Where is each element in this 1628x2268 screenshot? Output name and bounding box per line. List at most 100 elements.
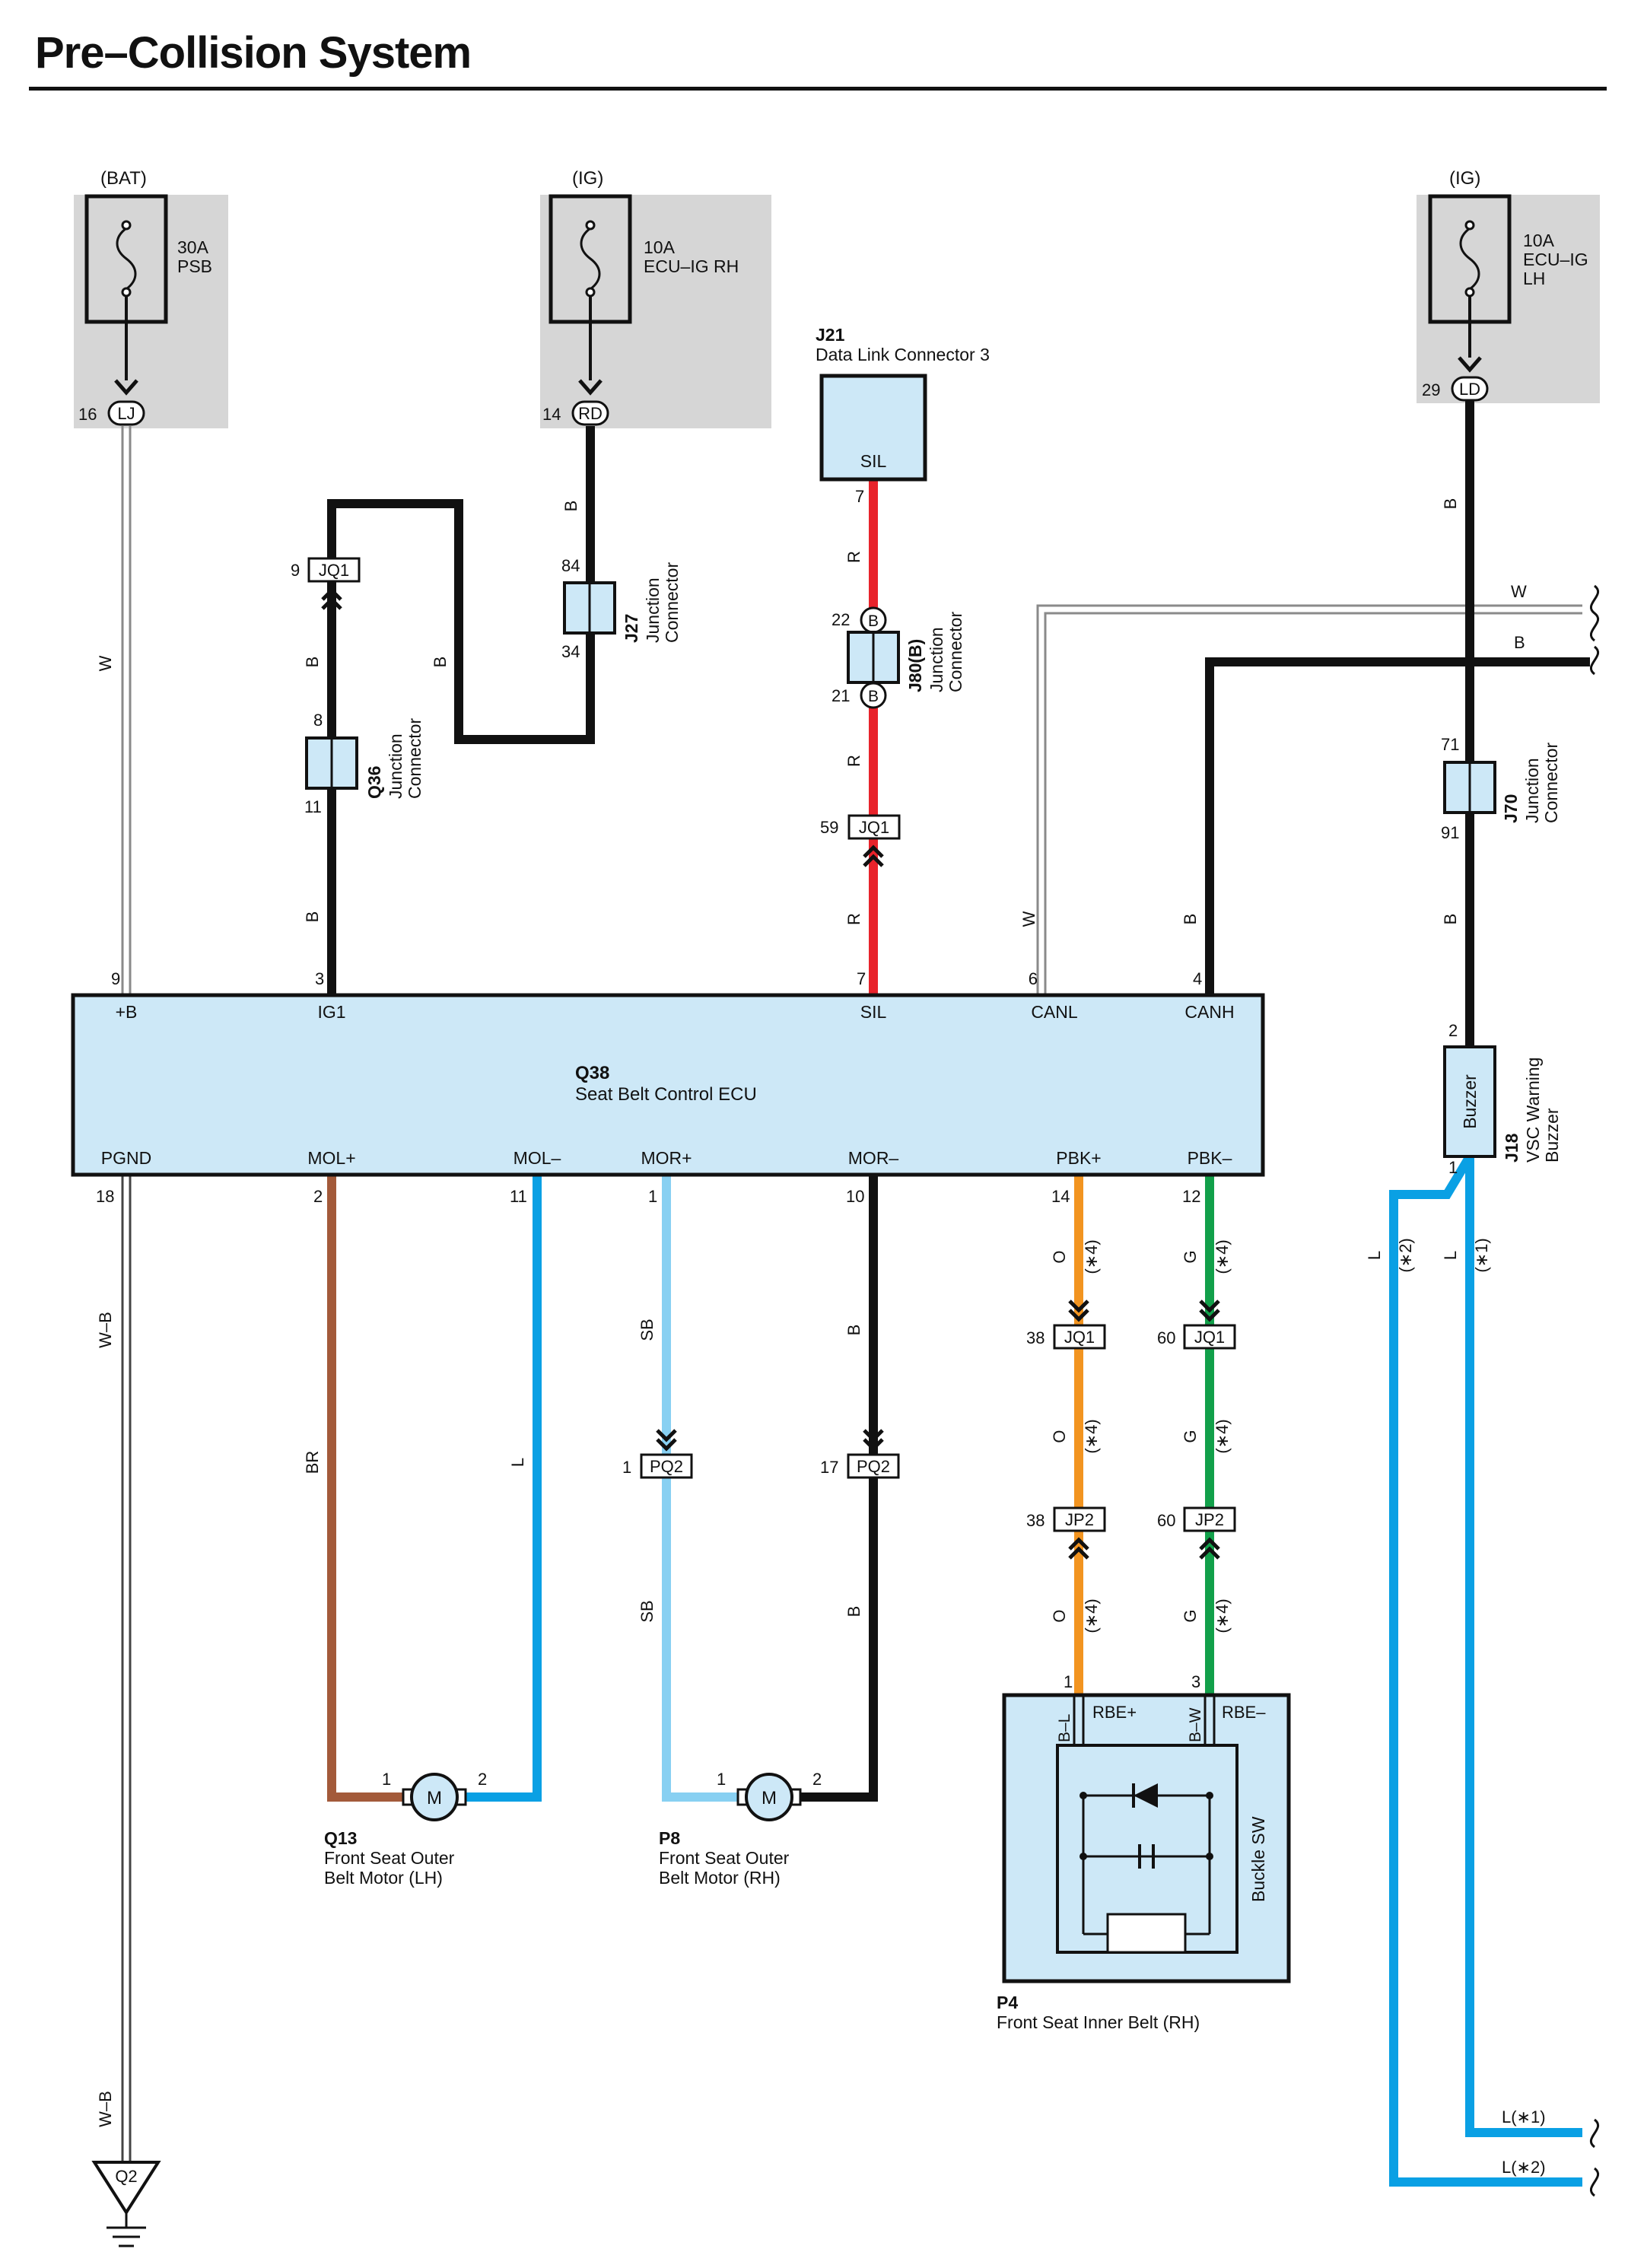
- ecu-pin-ig1: IG1: [317, 1002, 345, 1022]
- wire-mol-minus: [466, 1175, 542, 1802]
- ecu-pin-canh: CANH: [1184, 1002, 1234, 1022]
- jq1-sil-pin: 59: [820, 818, 838, 837]
- j27-l1: Junction: [643, 577, 663, 643]
- pq2-morm-pin: 17: [820, 1458, 838, 1477]
- jq1-pbkm-pin: 60: [1157, 1328, 1175, 1347]
- buckle-sw-label: Buckle SW: [1248, 1816, 1268, 1902]
- motor-rh-symbol: M: [762, 1788, 777, 1808]
- ground-q2-id: Q2: [115, 2167, 137, 2186]
- motor-lh: [402, 1773, 467, 1821]
- wire-label-g-star4-1: (∗4): [1213, 1239, 1232, 1274]
- buckle-rbe-minus: RBE–: [1222, 1703, 1266, 1722]
- wire-label-o-2: O: [1050, 1430, 1069, 1443]
- jp2-pbkp-pin: 38: [1026, 1511, 1045, 1530]
- buckle-pin1: 1: [1064, 1672, 1073, 1691]
- motor-rh-id: P8: [659, 1828, 680, 1848]
- title-rule: [29, 87, 1607, 91]
- j80-l2: Connector: [946, 612, 965, 692]
- wire-label-star2: (∗2): [1396, 1238, 1415, 1272]
- buzzer-l1: VSC Warning: [1523, 1058, 1543, 1163]
- bus-label-l-star1: L(∗1): [1502, 2107, 1546, 2126]
- fuse-ecu-ig-lh-amp: 10A: [1523, 231, 1555, 250]
- ecu-pin-mol-minus: MOL–: [514, 1148, 561, 1168]
- connector-pq2-morp: [640, 1453, 693, 1479]
- wire-label-r-3: R: [844, 913, 863, 925]
- wire-label-b-ld-2: B: [1441, 914, 1460, 925]
- ecu-pin-pgnd: PGND: [101, 1148, 151, 1168]
- ecu-pin-num-mor-plus: 1: [648, 1187, 657, 1206]
- q36-l2: Connector: [405, 718, 424, 799]
- fuse-psb-icon: [116, 227, 137, 291]
- wire-label-w-canl: W: [1019, 911, 1038, 927]
- ig-lh-group-label: (IG): [1449, 168, 1480, 189]
- motor-lh-l1: Front Seat Outer: [324, 1848, 455, 1868]
- wire-label-b-ig-4: B: [303, 911, 322, 923]
- ecu-pin-mor-plus: MOR+: [641, 1148, 692, 1168]
- wire-label-b-ld-1: B: [1441, 498, 1460, 510]
- j27-pin-top: 84: [561, 556, 580, 575]
- fuse-ecu-ig-rh-name: ECU–IG RH: [644, 256, 739, 276]
- wire-mol-plus: [327, 1175, 403, 1802]
- ecu-pin-plus-b: +B: [116, 1002, 138, 1022]
- connector-jp2-pbkm: [1183, 1506, 1236, 1532]
- j80-pin-top: 22: [831, 610, 850, 629]
- ecu-pin-num-pbk-minus: 12: [1182, 1187, 1200, 1206]
- j80-l1: Junction: [927, 627, 946, 692]
- wire-label-b-ig-1: B: [561, 501, 580, 512]
- ecu-pin-num-pbk-plus: 14: [1051, 1187, 1070, 1206]
- connector-ld-pin: 29: [1422, 380, 1440, 399]
- wire-canl: [1036, 604, 1582, 995]
- jq1-pbkm-label: JQ1: [1194, 1328, 1225, 1347]
- dlc-pin: 7: [855, 487, 864, 506]
- buckle-id: P4: [997, 1993, 1018, 2012]
- ecu-name: Seat Belt Control ECU: [575, 1084, 757, 1105]
- jq1-pbkp-pin: 38: [1026, 1328, 1045, 1347]
- ecu-pin-num-mol-plus: 2: [313, 1187, 323, 1206]
- wire-label-g-2: G: [1181, 1430, 1200, 1443]
- jp2-pbkm-label: JP2: [1195, 1510, 1224, 1529]
- j80-mark-bottom: B: [868, 688, 879, 705]
- wire-label-o-star4-3: (∗4): [1082, 1598, 1101, 1633]
- connector-jq1-pbkm: [1183, 1324, 1236, 1350]
- fuse-ecu-ig-rh-amp: 10A: [644, 237, 676, 257]
- seat-belt-control-ecu: [71, 993, 1265, 1177]
- ecu-pin-mor-minus: MOR–: [848, 1148, 899, 1168]
- jq1-ig-pin: 9: [291, 561, 300, 580]
- ig-rh-group-label: (IG): [572, 168, 603, 189]
- ecu-pin-num-mol-minus: 11: [510, 1187, 527, 1206]
- wire-label-l-1: L: [1441, 1251, 1460, 1260]
- data-link-connector: [819, 374, 927, 482]
- j27-l2: Connector: [662, 562, 682, 643]
- connector-jq1-ig: [307, 557, 361, 583]
- connector-rd-pin: 14: [542, 405, 561, 424]
- dlc-id: J21: [816, 325, 845, 345]
- fuse-ecu-ig-rh-icon: [580, 227, 601, 291]
- buckle-rbe-plus: RBE+: [1092, 1703, 1137, 1722]
- wire-label-g-star4-2: (∗4): [1213, 1419, 1232, 1453]
- connector-rd: [571, 400, 609, 426]
- connector-lj: [107, 400, 145, 426]
- j80-pin-bottom: 21: [831, 686, 850, 705]
- wire-label-g-star4-3: (∗4): [1213, 1598, 1232, 1633]
- dlc-pin-label: SIL: [860, 451, 887, 471]
- diode-icon: [1134, 1783, 1158, 1808]
- buckle-bw: B–W: [1187, 1707, 1204, 1742]
- fuse-block-ig-rh: [540, 195, 771, 428]
- wire-label-o-3: O: [1050, 1609, 1069, 1622]
- pq2-morp-pin: 1: [622, 1458, 631, 1477]
- wire-l-star2: [1389, 1153, 1582, 2187]
- motor-lh-id: Q13: [324, 1828, 357, 1848]
- wire-label-b-ig-3: B: [303, 657, 322, 668]
- ecu-pin-pbk-minus: PBK–: [1188, 1148, 1232, 1168]
- wire-label-l-2: L: [1365, 1251, 1384, 1260]
- ecu-pin-num-canl: 6: [1029, 969, 1038, 988]
- wire-label-o-1: O: [1050, 1250, 1069, 1263]
- wire-label-b-mor-2: B: [844, 1606, 863, 1618]
- jp2-pbkm-pin: 60: [1157, 1511, 1175, 1530]
- motor-rh: [736, 1773, 802, 1821]
- wire-label-sb-1: SB: [638, 1318, 657, 1341]
- ecu-pin-num-pgnd: 18: [96, 1187, 114, 1206]
- ecu-pin-sil: SIL: [860, 1002, 887, 1022]
- j70-l1: Junction: [1522, 758, 1542, 823]
- jq1-pbkp-label: JQ1: [1064, 1328, 1095, 1347]
